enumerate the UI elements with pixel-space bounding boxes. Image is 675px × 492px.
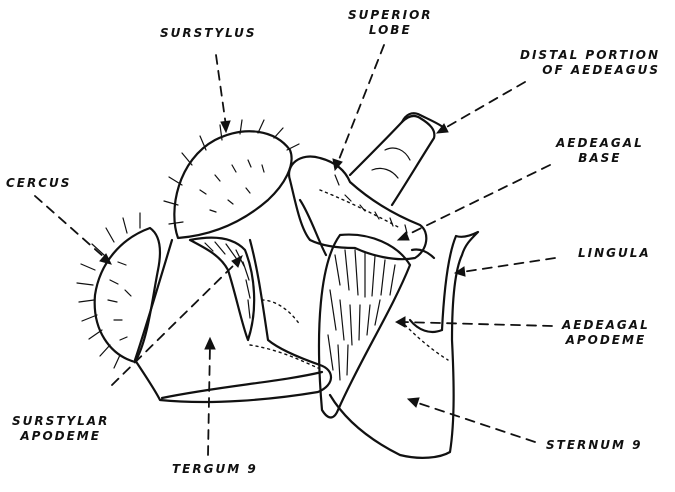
- aedeagal-base-label: AEDEAGAL BASE: [556, 136, 644, 166]
- tergum-9-label: TERGUM 9: [172, 462, 258, 477]
- cercus-structure: [77, 213, 160, 368]
- distal-portion-label: DISTAL PORTION OF AEDEAGUS: [520, 48, 660, 78]
- tergum-9-structure: [135, 240, 331, 402]
- sternum-9-label: STERNUM 9: [546, 438, 643, 453]
- aedeagal-apodeme-label: AEDEAGAL APODEME: [562, 318, 650, 348]
- surstylar-apodeme-label: SURSTYLAR APODEME: [12, 414, 109, 444]
- superior-lobe-label: SUPERIOR LOBE: [348, 8, 433, 38]
- cercus-label: CERCUS: [6, 176, 71, 191]
- surstylus-structure: [164, 120, 299, 238]
- leader-lines: [35, 45, 555, 455]
- surstylar-apodeme-structure: [190, 238, 254, 340]
- aedeagal-apodeme-structure: [319, 235, 410, 418]
- surstylus-label: SURSTYLUS: [160, 26, 257, 41]
- aedeagus-distal-structure: [350, 113, 444, 205]
- lingula-label: LINGULA: [578, 246, 651, 261]
